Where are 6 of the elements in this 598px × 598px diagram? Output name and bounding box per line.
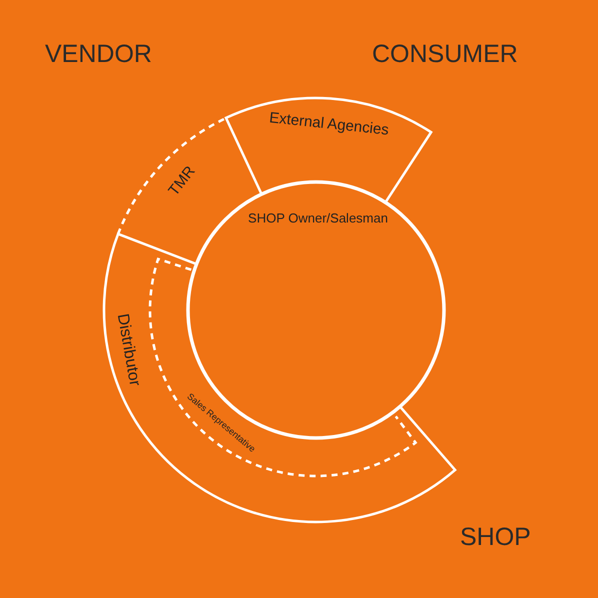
corner-heading: CONSUMER <box>372 42 518 67</box>
segment-label: SHOP Owner/Salesman <box>248 212 388 224</box>
corner-heading: SHOP <box>460 525 531 550</box>
corner-heading: VENDOR <box>45 42 152 67</box>
segment-label: External Agencies <box>268 110 390 138</box>
segment-label: Distributor <box>114 312 142 388</box>
